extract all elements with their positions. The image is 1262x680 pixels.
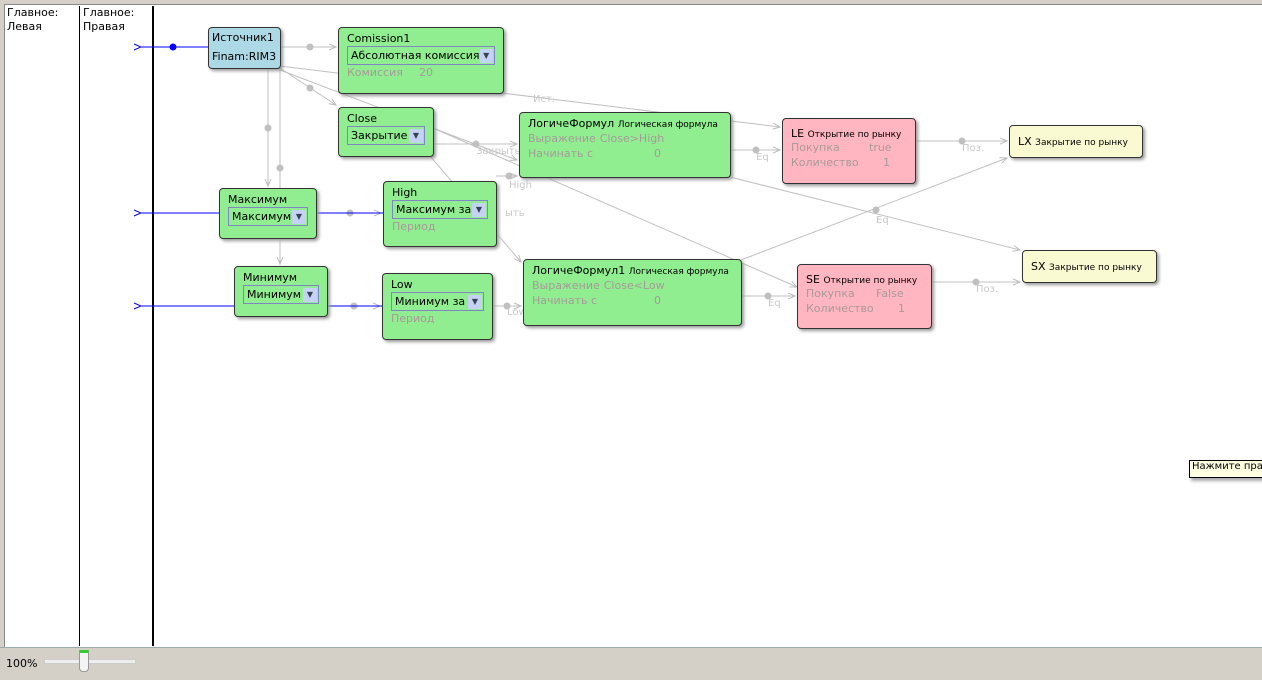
zoom-slider[interactable] [44, 659, 136, 664]
node-lx[interactable]: LX Закрытие по рынку [1009, 125, 1143, 158]
node-formula[interactable]: ЛогичеФормул Логическая формула Выражени… [519, 112, 731, 178]
edge-label: Поз. [962, 143, 985, 154]
edge-label: High [509, 180, 532, 191]
select-value: Минимум за [395, 295, 466, 308]
status-bar: 100% [0, 647, 1262, 680]
node-source[interactable]: Источник1 Finam:RIM3 [208, 27, 281, 69]
node-title: SE [806, 273, 820, 286]
prop-value[interactable]: true [869, 141, 892, 154]
prop-label: Количество [791, 156, 859, 169]
prop-label: Период [392, 220, 436, 233]
node-title: Comission1 [347, 32, 411, 45]
edge-label: Ист. [533, 94, 555, 105]
node-title: Low [391, 278, 413, 291]
tooltip: Нажмите прав [1189, 460, 1262, 478]
prop-value[interactable]: 1 [883, 156, 890, 169]
node-commission[interactable]: Comission1 Абсолютная комиссия▼ Комиссия… [338, 27, 504, 94]
prop-label: Выражение [528, 132, 596, 145]
node-formula1[interactable]: ЛогичеФормул1 Логическая формула Выражен… [523, 259, 742, 326]
prop-label: Количество [806, 302, 874, 315]
chevron-down-icon[interactable]: ▼ [472, 202, 486, 217]
prop-value[interactable]: 0 [654, 147, 661, 160]
node-le[interactable]: LE Открытие по рынку Покупка true Количес… [782, 118, 916, 184]
edge-label: ыть [505, 208, 525, 219]
prop-label: Покупка [791, 141, 840, 154]
node-type: Логическая формула [617, 120, 718, 130]
node-max[interactable]: Максимум Максимум▼ [219, 188, 317, 239]
chevron-down-icon[interactable]: ▼ [479, 48, 493, 63]
select-value: Абсолютная комиссия [351, 49, 480, 62]
zoom-label: 100% [6, 657, 38, 670]
prop-label: Комиссия [347, 66, 403, 79]
min-select[interactable]: Минимум▼ [243, 285, 319, 304]
node-title: LE [791, 127, 805, 140]
node-min[interactable]: Минимум Минимум▼ [234, 266, 328, 317]
edge-label: Eq [768, 298, 781, 309]
node-title: Минимум [243, 271, 298, 284]
node-sx[interactable]: SX Закрытие по рынку [1022, 250, 1157, 283]
chevron-down-icon[interactable]: ▼ [292, 209, 306, 224]
prop-label: Период [391, 312, 435, 325]
select-value: Максимум [232, 210, 292, 223]
node-title: Максимум [228, 193, 288, 206]
node-type: Закрытие по рынку [1049, 263, 1142, 273]
node-title: ЛогичеФормул [528, 117, 615, 130]
prop-value[interactable]: 0 [654, 294, 661, 307]
select-value: Закрытие [351, 129, 408, 142]
edge-label: Закрыть [476, 146, 521, 157]
high-select[interactable]: Максимум за▼ [392, 200, 488, 219]
node-se[interactable]: SE Открытие по рынку Покупка False Количе… [797, 264, 932, 329]
chevron-down-icon[interactable]: ▼ [409, 128, 423, 143]
prop-label: Выражение [532, 279, 600, 292]
close-select[interactable]: Закрытие▼ [347, 126, 425, 145]
edge-label: Eq [876, 215, 889, 226]
right-panel[interactable]: Главное: Правая [81, 6, 154, 646]
left-panel-label: Главное: Левая [7, 6, 59, 33]
node-title: SX [1031, 260, 1046, 273]
max-select[interactable]: Максимум▼ [228, 207, 308, 226]
node-title: ЛогичеФормул1 [532, 264, 626, 277]
prop-label: Начинать с [528, 147, 594, 160]
node-type: Открытие по рынку [823, 276, 918, 286]
node-title: High [392, 186, 418, 199]
node-type: Логическая формула [628, 267, 729, 277]
edge-label: Поз. [976, 284, 999, 295]
edge-label: Low [507, 307, 527, 318]
node-subtitle: Finam:RIM3 [212, 50, 277, 63]
chevron-down-icon[interactable]: ▼ [303, 287, 317, 302]
node-title: LX [1018, 135, 1032, 148]
left-panel[interactable]: Главное: Левая [5, 6, 80, 646]
low-select[interactable]: Минимум за▼ [391, 292, 484, 311]
node-title: Close [347, 112, 377, 125]
edge-label: Eq [756, 152, 769, 163]
chevron-down-icon[interactable]: ▼ [468, 294, 482, 309]
node-type: Закрытие по рынку [1035, 138, 1128, 148]
prop-value[interactable]: Close<Low [603, 279, 665, 292]
right-panel-label: Главное: Правая [83, 6, 135, 33]
prop-label: Начинать с [532, 294, 598, 307]
node-title: Источник1 [212, 31, 274, 44]
prop-value[interactable]: 20 [419, 66, 433, 79]
zoom-slider-thumb[interactable] [79, 650, 89, 672]
prop-label: Покупка [806, 287, 855, 300]
select-value: Минимум [247, 288, 302, 301]
prop-value[interactable]: 1 [898, 302, 905, 315]
select-value: Максимум за [396, 203, 472, 216]
node-high[interactable]: High Максимум за▼ Период [383, 181, 497, 247]
prop-value[interactable]: False [876, 287, 904, 300]
prop-value[interactable]: Close>High [599, 132, 665, 145]
commission-select[interactable]: Абсолютная комиссия▼ [347, 46, 495, 65]
node-type: Открытие по рынку [807, 130, 902, 140]
node-low[interactable]: Low Минимум за▼ Период [382, 273, 493, 340]
node-close[interactable]: Close Закрытие▼ [338, 107, 434, 157]
